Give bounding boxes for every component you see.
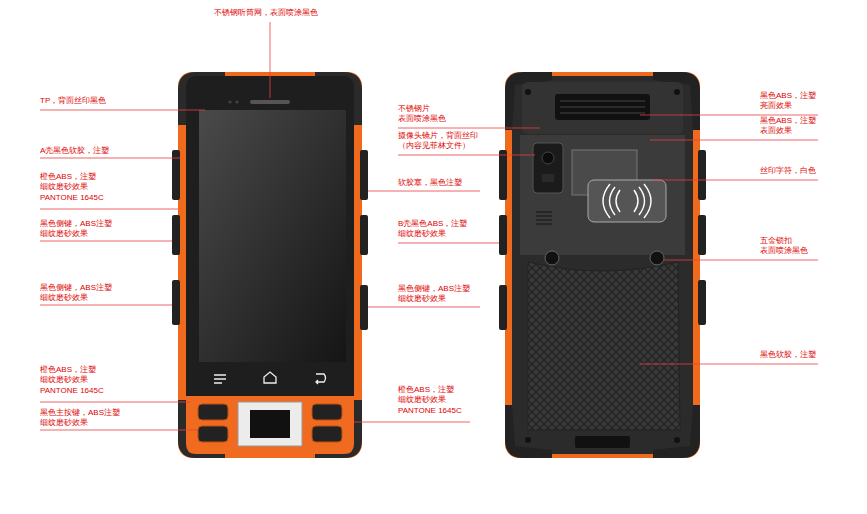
callout-label: 黑色侧键，ABS注塑 细纹磨砂效果: [40, 219, 112, 240]
callout-label: 摄像头镜片，背面丝印 （内容见菲林文件）: [398, 131, 484, 152]
callout-label: 黑色ABS，注塑 亮面效果: [760, 91, 816, 112]
callout-label: 黑色主按键，ABS注塑 细纹磨砂效果: [40, 408, 126, 429]
callout-label: 橙色ABS，注塑 细纹磨砂效果 PANTONE 1645C: [398, 385, 464, 416]
callout-label: 橙色ABS，注塑 细纹磨砂效果 PANTONE 1645C: [40, 172, 106, 203]
callout-label: 不锈钢听筒网，表面喷涂黑色: [214, 8, 364, 18]
callout-label: 橙色ABS，注塑 细纹磨砂效果 PANTONE 1645C: [40, 365, 106, 396]
callout-label: TP，背面丝印黑色: [40, 96, 160, 106]
callout-label: A壳黑色软胶，注塑: [40, 146, 140, 156]
callout-label: 五金锁扣 表面喷涂黑色: [760, 236, 816, 257]
leader-lines: [40, 22, 818, 430]
callout-label: 黑色ABS，注塑 表面效果: [760, 116, 816, 137]
callout-label: 黑色侧键，ABS注塑 细纹磨砂效果: [398, 284, 470, 305]
callout-label: 黑色软胶，注塑: [760, 350, 860, 360]
callout-label: B壳黑色ABS，注塑 细纹磨砂效果: [398, 219, 474, 240]
callout-label: 丝印字符，白色: [760, 166, 860, 176]
callout-label: 不锈钢片 表面喷涂黑色: [398, 104, 454, 125]
callout-label: 黑色侧键，ABS注塑 细纹磨砂效果: [40, 283, 112, 304]
callout-label: 软胶塞，黑色注塑: [398, 178, 498, 188]
